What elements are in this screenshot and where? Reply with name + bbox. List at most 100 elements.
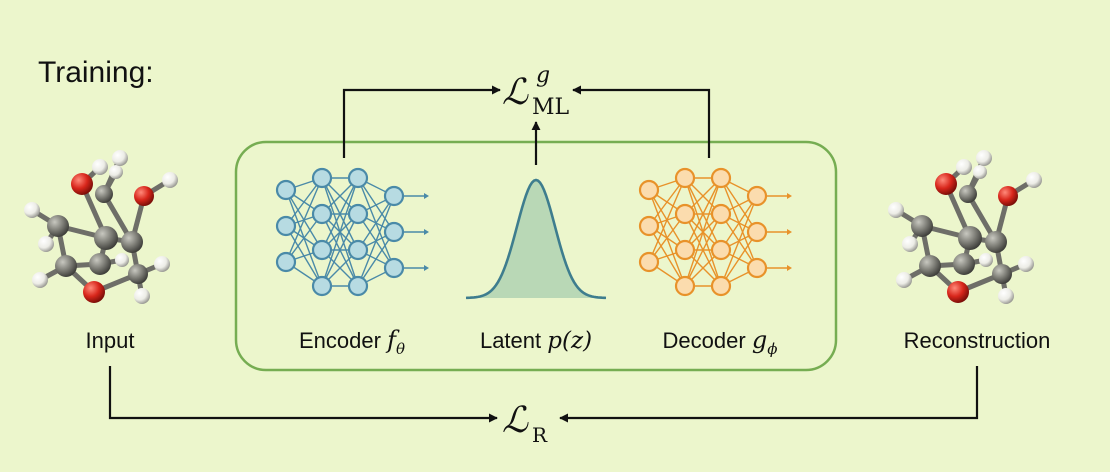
- hydrogen-atom: [1026, 172, 1042, 188]
- network-edge: [321, 177, 359, 251]
- network-node: [710, 203, 732, 225]
- network-node: [746, 257, 768, 279]
- network-node: [674, 203, 696, 225]
- carbon-atom: [992, 264, 1012, 284]
- network-edge: [720, 231, 758, 287]
- network-edge: [720, 195, 758, 251]
- hydrogen-atom: [888, 202, 904, 218]
- reconstruction-molecule: [888, 150, 1042, 304]
- network-node: [275, 179, 297, 201]
- hydrogen-atom: [109, 165, 123, 179]
- ml-loss-subscript: ML: [532, 95, 570, 120]
- ml-loss-superscript: g: [536, 63, 550, 88]
- hydrogen-atom: [902, 236, 918, 252]
- carbon-atom: [47, 215, 69, 237]
- carbon-atom: [95, 185, 113, 203]
- network-edge: [357, 195, 395, 287]
- network-node: [638, 179, 660, 201]
- network-output-arrowhead: [424, 193, 429, 199]
- hydrogen-atom: [998, 288, 1014, 304]
- hydrogen-atom: [976, 150, 992, 166]
- hydrogen-atom: [979, 253, 993, 267]
- oxygen-atom: [71, 173, 93, 195]
- network-node: [311, 275, 333, 297]
- reconstruction-label: Reconstruction: [904, 328, 1051, 353]
- hydrogen-atom: [38, 236, 54, 252]
- carbon-atom: [959, 185, 977, 203]
- latent-label: Latent p(z): [480, 328, 592, 354]
- ml-loss-symbol: ℒ: [502, 72, 529, 113]
- latent-distribution-fill: [466, 180, 606, 298]
- input-label: Input: [86, 328, 135, 353]
- network-edge: [684, 177, 722, 287]
- oxygen-atom: [947, 281, 969, 303]
- heading: Training:: [38, 56, 154, 89]
- arrow-encoder-to-ml-loss: [342, 85, 501, 158]
- decoder-network: [638, 167, 792, 297]
- arrow-input-to-r-loss: [108, 366, 498, 423]
- network-edge: [684, 213, 722, 287]
- hydrogen-atom: [896, 272, 912, 288]
- hydrogen-atom: [956, 159, 972, 175]
- hydrogen-atom: [1018, 256, 1034, 272]
- arrow-decoder-to-ml-loss: [572, 85, 711, 158]
- latent-distribution-curve: [465, 178, 607, 300]
- carbon-atom: [953, 253, 975, 275]
- carbon-atom: [121, 231, 143, 253]
- network-edge: [684, 177, 722, 251]
- carbon-atom: [919, 255, 941, 277]
- network-node: [347, 167, 369, 189]
- hydrogen-atom: [115, 253, 129, 267]
- network-node: [710, 275, 732, 297]
- carbon-atom: [128, 264, 148, 284]
- carbon-atom: [89, 253, 111, 275]
- network-edge: [357, 195, 395, 251]
- input-molecule: [24, 150, 178, 304]
- carbon-atom: [985, 231, 1007, 253]
- hydrogen-atom: [32, 272, 48, 288]
- hydrogen-atom: [112, 150, 128, 166]
- network-edge: [321, 177, 359, 287]
- carbon-atom: [958, 226, 982, 250]
- network-output-arrowhead: [787, 229, 792, 235]
- network-node: [311, 167, 333, 189]
- network-node: [746, 221, 768, 243]
- network-node: [710, 167, 732, 189]
- hydrogen-atom: [24, 202, 40, 218]
- network-node: [383, 257, 405, 279]
- network-node: [347, 203, 369, 225]
- network-edge: [720, 195, 758, 287]
- network-node: [311, 239, 333, 261]
- network-node: [347, 239, 369, 261]
- network-edge: [648, 177, 686, 263]
- encoder-label: Encoder fθ: [299, 326, 405, 358]
- oxygen-atom: [83, 281, 105, 303]
- network-node: [638, 215, 660, 237]
- carbon-atom: [94, 226, 118, 250]
- oxygen-atom: [935, 173, 957, 195]
- encoder-network: [275, 167, 429, 297]
- oxygen-atom: [998, 186, 1018, 206]
- arrow-reconstruction-to-r-loss: [559, 366, 979, 423]
- network-node: [746, 185, 768, 207]
- carbon-atom: [911, 215, 933, 237]
- network-edge: [285, 177, 323, 263]
- oxygen-atom: [134, 186, 154, 206]
- r-loss-symbol: ℒ: [502, 400, 529, 441]
- network-node: [347, 275, 369, 297]
- hydrogen-atom: [92, 159, 108, 175]
- network-node: [275, 215, 297, 237]
- network-node: [674, 167, 696, 189]
- network-node: [383, 185, 405, 207]
- network-output-arrowhead: [424, 265, 429, 271]
- hydrogen-atom: [973, 165, 987, 179]
- r-loss-subscript: R: [532, 423, 548, 447]
- network-node: [311, 203, 333, 225]
- network-edge: [321, 213, 359, 287]
- network-node: [674, 239, 696, 261]
- decoder-label: Decoder gϕ: [663, 326, 778, 358]
- network-node: [710, 239, 732, 261]
- network-node: [638, 251, 660, 273]
